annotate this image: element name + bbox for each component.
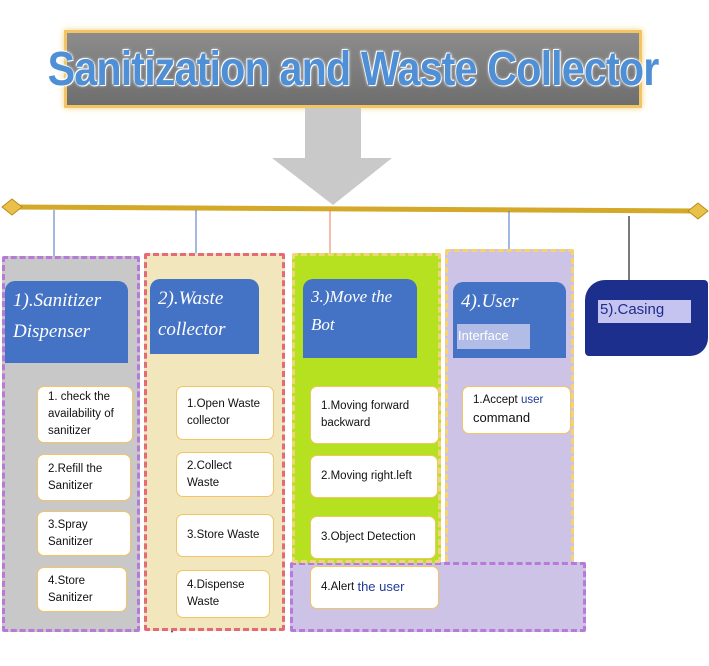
item-object-detection: 3.Object Detection <box>310 516 436 559</box>
diagram-title: Sanitization and Waste Collector <box>47 42 660 96</box>
item-refill-sanitizer: 2.Refill the Sanitizer <box>37 454 131 501</box>
main-down-arrow <box>272 108 392 205</box>
header-move-the-bot: 3.)Move the Bot <box>303 279 417 358</box>
item-moving-right-left: 2.Moving right.left <box>310 455 438 498</box>
item-moving-forward-backward: 1.Moving forward backward <box>310 386 439 444</box>
item-open-waste-collector: 1.Open Waste collector <box>176 386 274 440</box>
casing-label: 5).Casing <box>598 300 691 323</box>
header-user-sublabel: Interface <box>457 324 530 349</box>
title-banner <box>64 30 642 108</box>
bus-left-diamond <box>1 198 23 216</box>
item-spray-sanitizer: 3.Spray Sanitizer <box>37 511 131 556</box>
bus-right-diamond <box>687 202 709 220</box>
header-waste-collector: 2).Waste collector <box>150 279 259 354</box>
item-dispense-waste: 4.Dispense Waste <box>176 570 270 618</box>
accept-highlight: user <box>520 394 544 407</box>
alert-prefix: 4.Alert <box>321 581 355 594</box>
item-check-availability: 1. check the availability of sanitizer <box>37 386 133 443</box>
bus-line <box>11 204 699 214</box>
item-store-waste: 3.Store Waste <box>176 514 274 557</box>
header-sanitizer-dispenser: 1).Sanitizer Dispenser <box>5 281 128 363</box>
item-accept-user-command: 1.Accept user command <box>462 386 571 434</box>
accept-line: 1.Accept user <box>473 392 543 409</box>
item-alert-the-user: 4.Alert the user <box>310 566 439 609</box>
alert-suffix: the user <box>357 579 405 595</box>
item-collect-waste: 2.Collect Waste <box>176 452 274 497</box>
accept-prefix: 1.Accept <box>473 394 518 407</box>
item-store-sanitizer: 4.Store Sanitizer <box>37 567 127 612</box>
accept-rest: command <box>473 409 531 425</box>
